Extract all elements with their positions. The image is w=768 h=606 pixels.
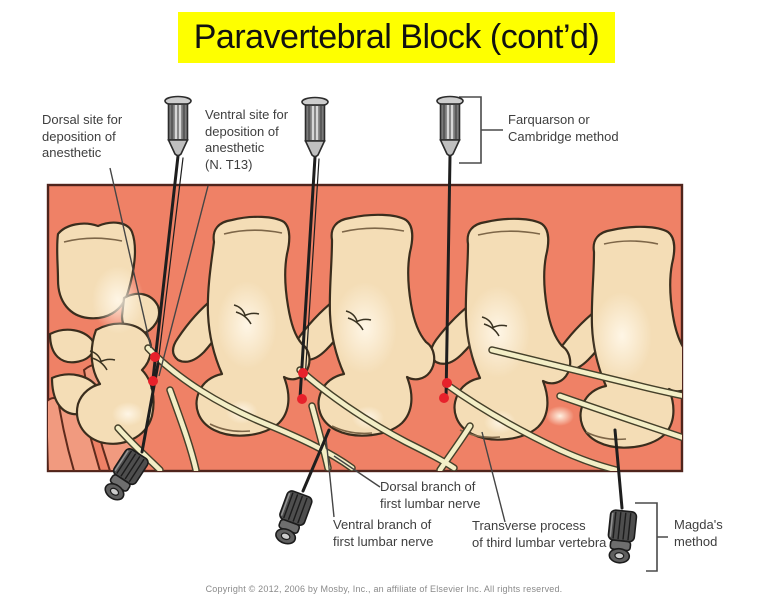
needle-hub-right	[604, 508, 638, 565]
label-magda-method: Magda's method	[674, 517, 723, 549]
label-transverse-process: Transverse process of third lumbar verte…	[472, 518, 607, 550]
label-ventral-site: Ventral site for deposition of anestheti…	[205, 107, 289, 172]
spinal-nerves	[114, 344, 682, 471]
copyright-line: Copyright © 2012, 2006 by Mosby, Inc., a…	[205, 584, 563, 594]
bone-highlights	[92, 266, 652, 434]
leader-lines	[109, 167, 506, 523]
needle-hub-middle	[270, 488, 315, 549]
syringe-needle-3	[436, 95, 464, 157]
injection-site-dots	[148, 352, 452, 404]
needle-shafts	[140, 154, 624, 510]
bone-creases	[63, 227, 659, 441]
label-ventral-branch: Ventral branch of first lumbar nerve	[333, 517, 434, 549]
label-dorsal-site: Dorsal site for deposition of anesthetic	[42, 112, 123, 160]
label-farquarson-method: Farquarson or Cambridge method	[508, 112, 619, 144]
magda-bracket	[635, 502, 668, 572]
syringe-needle-1	[164, 95, 192, 157]
farquarson-bracket	[459, 96, 503, 164]
page-title: Paravertebral Block (cont’d)	[178, 12, 615, 63]
syringe-needle-2	[301, 96, 329, 158]
label-dorsal-branch: Dorsal branch of first lumbar nerve	[380, 479, 481, 511]
